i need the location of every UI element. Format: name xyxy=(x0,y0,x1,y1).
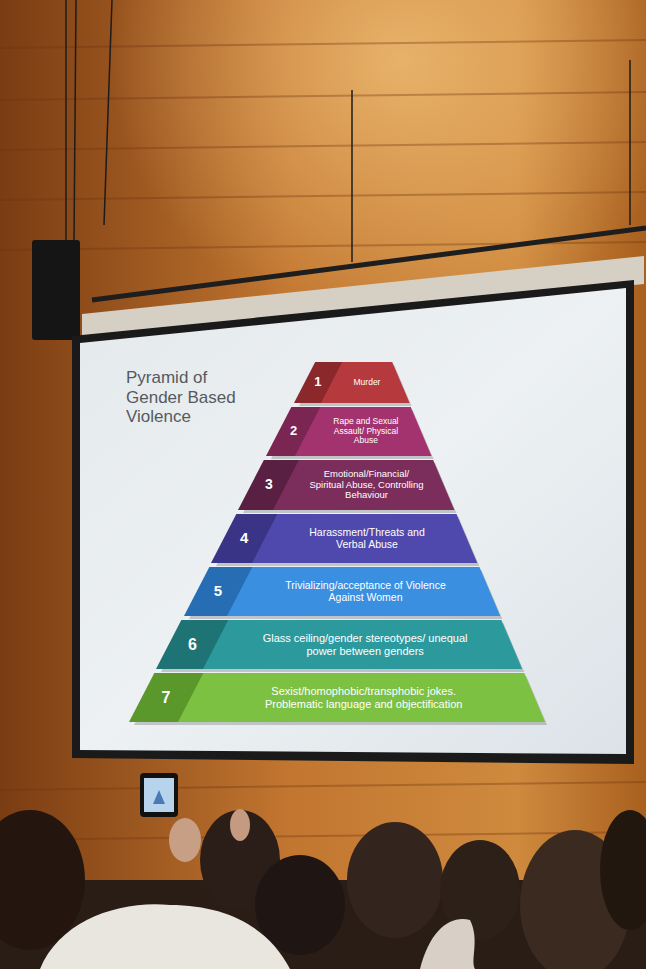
number-slot: 3 xyxy=(251,462,286,508)
band-label: Murder xyxy=(354,378,381,388)
number-slot: 1 xyxy=(304,364,331,401)
band-number: 6 xyxy=(188,636,197,654)
band-number: 5 xyxy=(214,583,222,600)
band-label: Sexist/homophobic/transphobic jokes. Pro… xyxy=(242,685,486,710)
wall-panels xyxy=(0,40,646,840)
screen-face xyxy=(80,288,626,754)
pyramid-band: 1 Murder xyxy=(297,362,410,403)
number-slot: 7 xyxy=(142,675,191,720)
number-tab xyxy=(238,460,299,510)
label-slot: Rape and Sexual Assault/ Physical Abuse xyxy=(329,409,403,454)
band-number: 1 xyxy=(314,375,321,390)
label-slot: Trivializing/acceptance of Violence Agai… xyxy=(282,569,450,614)
band-label: Harassment/Threats and Verbal Abuse xyxy=(306,527,428,551)
number-tab xyxy=(211,514,277,563)
band-label: Glass ceiling/gender stereotypes/ unequa… xyxy=(259,632,471,657)
hanging-wires xyxy=(66,0,630,262)
number-slot: 6 xyxy=(169,622,216,667)
number-tab xyxy=(266,407,320,456)
number-tab xyxy=(294,362,342,403)
band-shape xyxy=(297,362,410,403)
label-slot: Emotional/Financial/ Spiritual Abuse, Co… xyxy=(307,462,425,508)
band-number: 4 xyxy=(240,530,248,547)
pyramid-band: 4 Harassment/Threats and Verbal Abuse xyxy=(214,514,477,563)
pyramid-band: 6 Glass ceiling/gender stereotypes/ unequ… xyxy=(159,620,522,669)
number-tab xyxy=(129,673,203,722)
pyramid-band: 5 Trivializing/acceptance of Violence Aga… xyxy=(187,567,500,616)
number-slot: 2 xyxy=(279,409,308,454)
label-slot: Murder xyxy=(346,364,388,401)
audience xyxy=(0,809,646,969)
phone xyxy=(140,773,178,817)
pyramid-band: 3 Emotional/Financial/ Spiritual Abuse, C… xyxy=(241,460,454,510)
number-tab xyxy=(156,620,228,669)
band-label: Emotional/Financial/ Spiritual Abuse, Co… xyxy=(307,469,425,501)
band-number: 2 xyxy=(290,424,297,439)
pyramid-band: 2 Rape and Sexual Assault/ Physical Abuse xyxy=(269,407,432,456)
band-number: 7 xyxy=(162,689,171,707)
band-label: Trivializing/acceptance of Violence Agai… xyxy=(282,580,450,604)
label-slot: Glass ceiling/gender stereotypes/ unequa… xyxy=(259,622,471,667)
number-tab xyxy=(184,567,252,616)
band-label: Rape and Sexual Assault/ Physical Abuse xyxy=(329,417,403,446)
number-slot: 5 xyxy=(196,569,239,614)
label-slot: Harassment/Threats and Verbal Abuse xyxy=(306,516,428,561)
speaker xyxy=(32,240,80,340)
number-slot: 4 xyxy=(224,516,265,561)
pyramid-band: 7 Sexist/homophobic/transphobic jokes. Pr… xyxy=(132,673,545,722)
screen-frame xyxy=(72,280,634,764)
slide-title: Pyramid of Gender Based Violence xyxy=(126,368,250,427)
label-slot: Sexist/homophobic/transphobic jokes. Pro… xyxy=(242,675,486,720)
band-number: 3 xyxy=(265,477,273,493)
